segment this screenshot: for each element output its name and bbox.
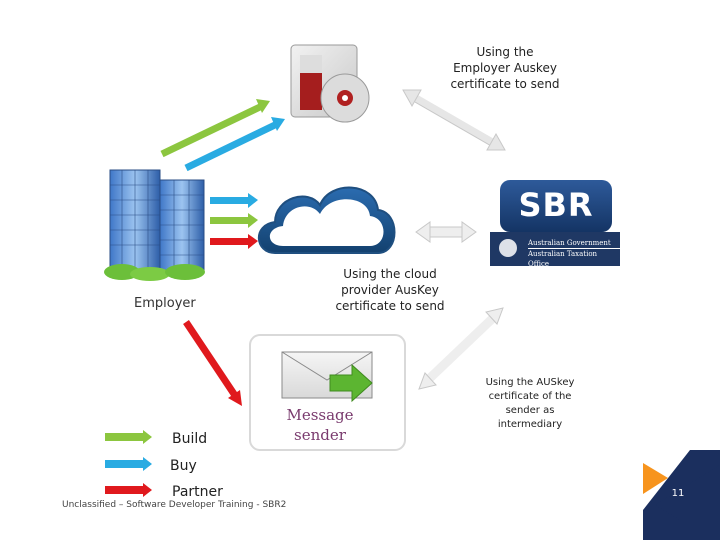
sbr-logo (490, 180, 620, 266)
partner-arrow-to-cloud (210, 234, 258, 249)
corner-orange-triangle (643, 463, 668, 494)
ato-line2: Australian Taxation Office (528, 250, 598, 268)
build-arrow-to-cloud (210, 213, 258, 228)
double-arrow-message-sender-to-sbr (418, 307, 504, 390)
intermediary-line3: sender as (505, 405, 555, 416)
employer-buildings-icon (104, 169, 205, 281)
message-sender-label: Message sender (270, 405, 370, 445)
buy-arrow-to-certificate (184, 117, 285, 172)
certificate-box-icon (290, 44, 370, 123)
double-arrow-certificate-to-sbr (402, 89, 506, 151)
legend-build-arrow (105, 430, 152, 444)
ato-line1: Australian Government (528, 238, 620, 249)
employer-label: Employer (134, 296, 196, 311)
intermediary-line2: certificate of the (488, 391, 572, 402)
cloud-label-line1: Using the cloud (343, 267, 437, 281)
legend-buy-arrow (105, 457, 152, 471)
slide-number: 11 (671, 488, 685, 499)
partner-arrow-to-message-sender (183, 320, 242, 406)
employer-auskey-label: Using the Employer Auskey certificate to… (440, 44, 570, 92)
employer-auskey-label-line1: Using the (476, 45, 534, 59)
message-sender-line1: Message (286, 406, 354, 424)
message-sender-line2: sender (294, 426, 346, 444)
corner-navy-accent (655, 465, 720, 520)
intermediary-label: Using the AUSkey certificate of the send… (470, 376, 590, 432)
message-sender-box (249, 334, 406, 451)
legend-partner-label: Partner (172, 484, 223, 500)
footer-text: Unclassified – Software Developer Traini… (62, 500, 287, 510)
legend-partner-arrow (105, 483, 152, 497)
legend-build-label: Build (172, 431, 208, 447)
buy-arrow-to-cloud (210, 193, 258, 208)
cloud-label-line3: certificate to send (335, 299, 445, 313)
build-arrow-to-certificate (160, 99, 270, 158)
double-arrow-cloud-to-sbr (415, 221, 477, 243)
employer-auskey-label-line2: Employer Auskey (453, 61, 557, 75)
cloud-provider-label: Using the cloud provider AusKey certific… (320, 266, 460, 314)
intermediary-line4: intermediary (497, 419, 563, 430)
employer-auskey-label-line3: certificate to send (450, 77, 560, 91)
sbr-logo-text: SBR (518, 186, 594, 224)
cloud-inner (269, 199, 384, 246)
cloud-label-line2: provider AusKey (341, 283, 439, 297)
legend-buy-label: Buy (170, 458, 197, 474)
ato-label: Australian Government Australian Taxatio… (528, 238, 620, 269)
intermediary-line1: Using the AUSkey (485, 377, 575, 388)
